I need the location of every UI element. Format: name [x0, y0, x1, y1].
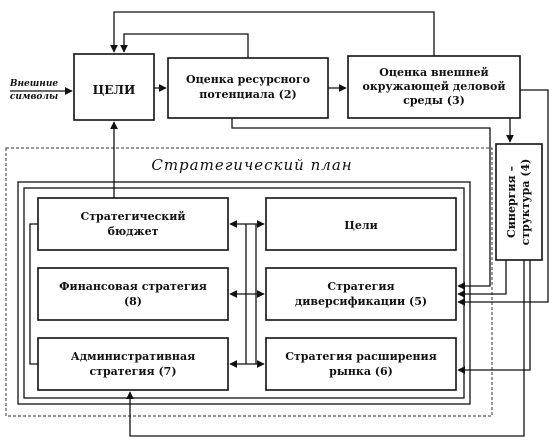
market-expansion-strategy-box: [265, 337, 457, 391]
financial-strategy-label-2: (8): [124, 295, 142, 308]
line-resource-to-diversification: [231, 118, 491, 290]
line-synergy-to-administrative: [126, 260, 525, 437]
diversification-strategy-label-2: диверсификации (5): [295, 295, 427, 308]
synergy-structure-label-1: Синергия –: [505, 166, 518, 238]
strategic-plan-title: Стратегический план: [151, 156, 352, 174]
strategic-budget-box: [37, 197, 229, 251]
external-symbols-label: Внешние: [9, 79, 59, 89]
feedback-resource-to-goals: [120, 33, 249, 58]
goals-label: ЦЕЛИ: [93, 83, 136, 97]
environment-assessment-label-2: окружающей деловой: [363, 80, 506, 93]
strategic-budget-label-2: бюджет: [108, 225, 159, 238]
resource-assessment-label-1: Оценка ресурсного: [186, 73, 310, 86]
feedback-environment-to-goals: [110, 11, 435, 56]
strategic-plan-outer-frame: [5, 147, 493, 417]
environment-assessment-label-3: среды (3): [403, 94, 465, 107]
left-column-connector: [29, 223, 38, 365]
synergy-structure-label-2: структура (4): [519, 159, 532, 246]
diversification-strategy-box: [265, 267, 457, 321]
market-expansion-strategy-label-1: Стратегия расширения: [285, 350, 437, 363]
plan-goals-box: [265, 197, 457, 251]
arrow-synergy-to-diversification: [457, 260, 507, 298]
strategic-plan-frame: [17, 181, 471, 405]
market-expansion-strategy-label-2: рынка (6): [329, 365, 393, 378]
environment-assessment-box: [347, 55, 521, 119]
financial-strategy-label-1: Финансовая стратегия: [59, 280, 207, 293]
plan-goals-label: Цели: [344, 219, 378, 232]
diversification-strategy-label-1: Стратегия: [327, 280, 394, 293]
arrow-synergy-to-market-expansion: [457, 260, 531, 374]
administrative-strategy-label-1: Административная: [71, 350, 195, 363]
synergy-structure-box: [495, 143, 543, 261]
line-environment-to-diversification: [457, 89, 549, 306]
external-symbols-label-2: символы: [10, 92, 58, 102]
resource-assessment-label-2: потенциала (2): [199, 88, 296, 101]
environment-assessment-label-1: Оценка внешней: [379, 66, 488, 79]
goals-box: [73, 53, 155, 121]
administrative-strategy-label-2: стратегия (7): [89, 365, 176, 378]
administrative-strategy-box: [37, 337, 229, 391]
strategic-budget-label-1: Стратегический: [80, 210, 185, 223]
financial-strategy-box: [37, 267, 229, 321]
